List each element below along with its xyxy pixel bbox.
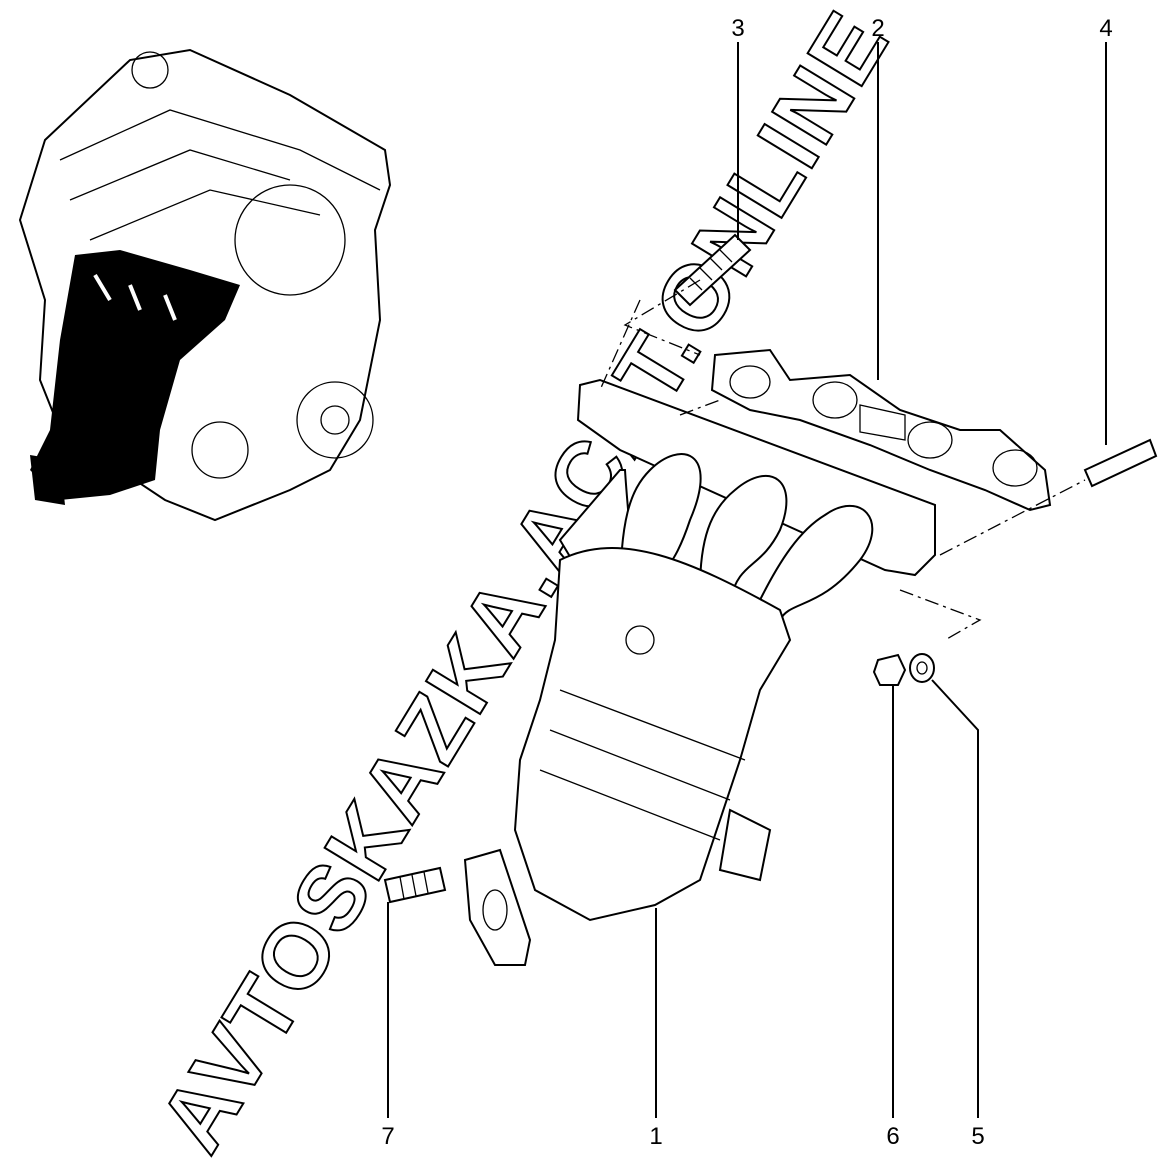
callout-2: 2 [871,15,884,42]
stud-part-7 [383,866,447,904]
callout-5: 5 [971,1123,984,1150]
exhaust-manifold-part-1 [463,378,936,966]
callout-1: 1 [649,1123,662,1150]
callout-6: 6 [886,1123,899,1150]
stud-part-4 [1083,438,1158,488]
callout-4: 4 [1099,15,1112,42]
gasket-part-2 [710,348,1052,512]
callout-7: 7 [381,1123,394,1150]
assembly-line [599,279,1086,641]
stud-part-3 [673,233,752,307]
washer-part-5 [909,653,935,683]
callout-3: 3 [731,15,744,42]
engine-overview [18,48,392,522]
nut-part-6 [872,653,907,686]
leader-line-5 [931,679,979,1118]
